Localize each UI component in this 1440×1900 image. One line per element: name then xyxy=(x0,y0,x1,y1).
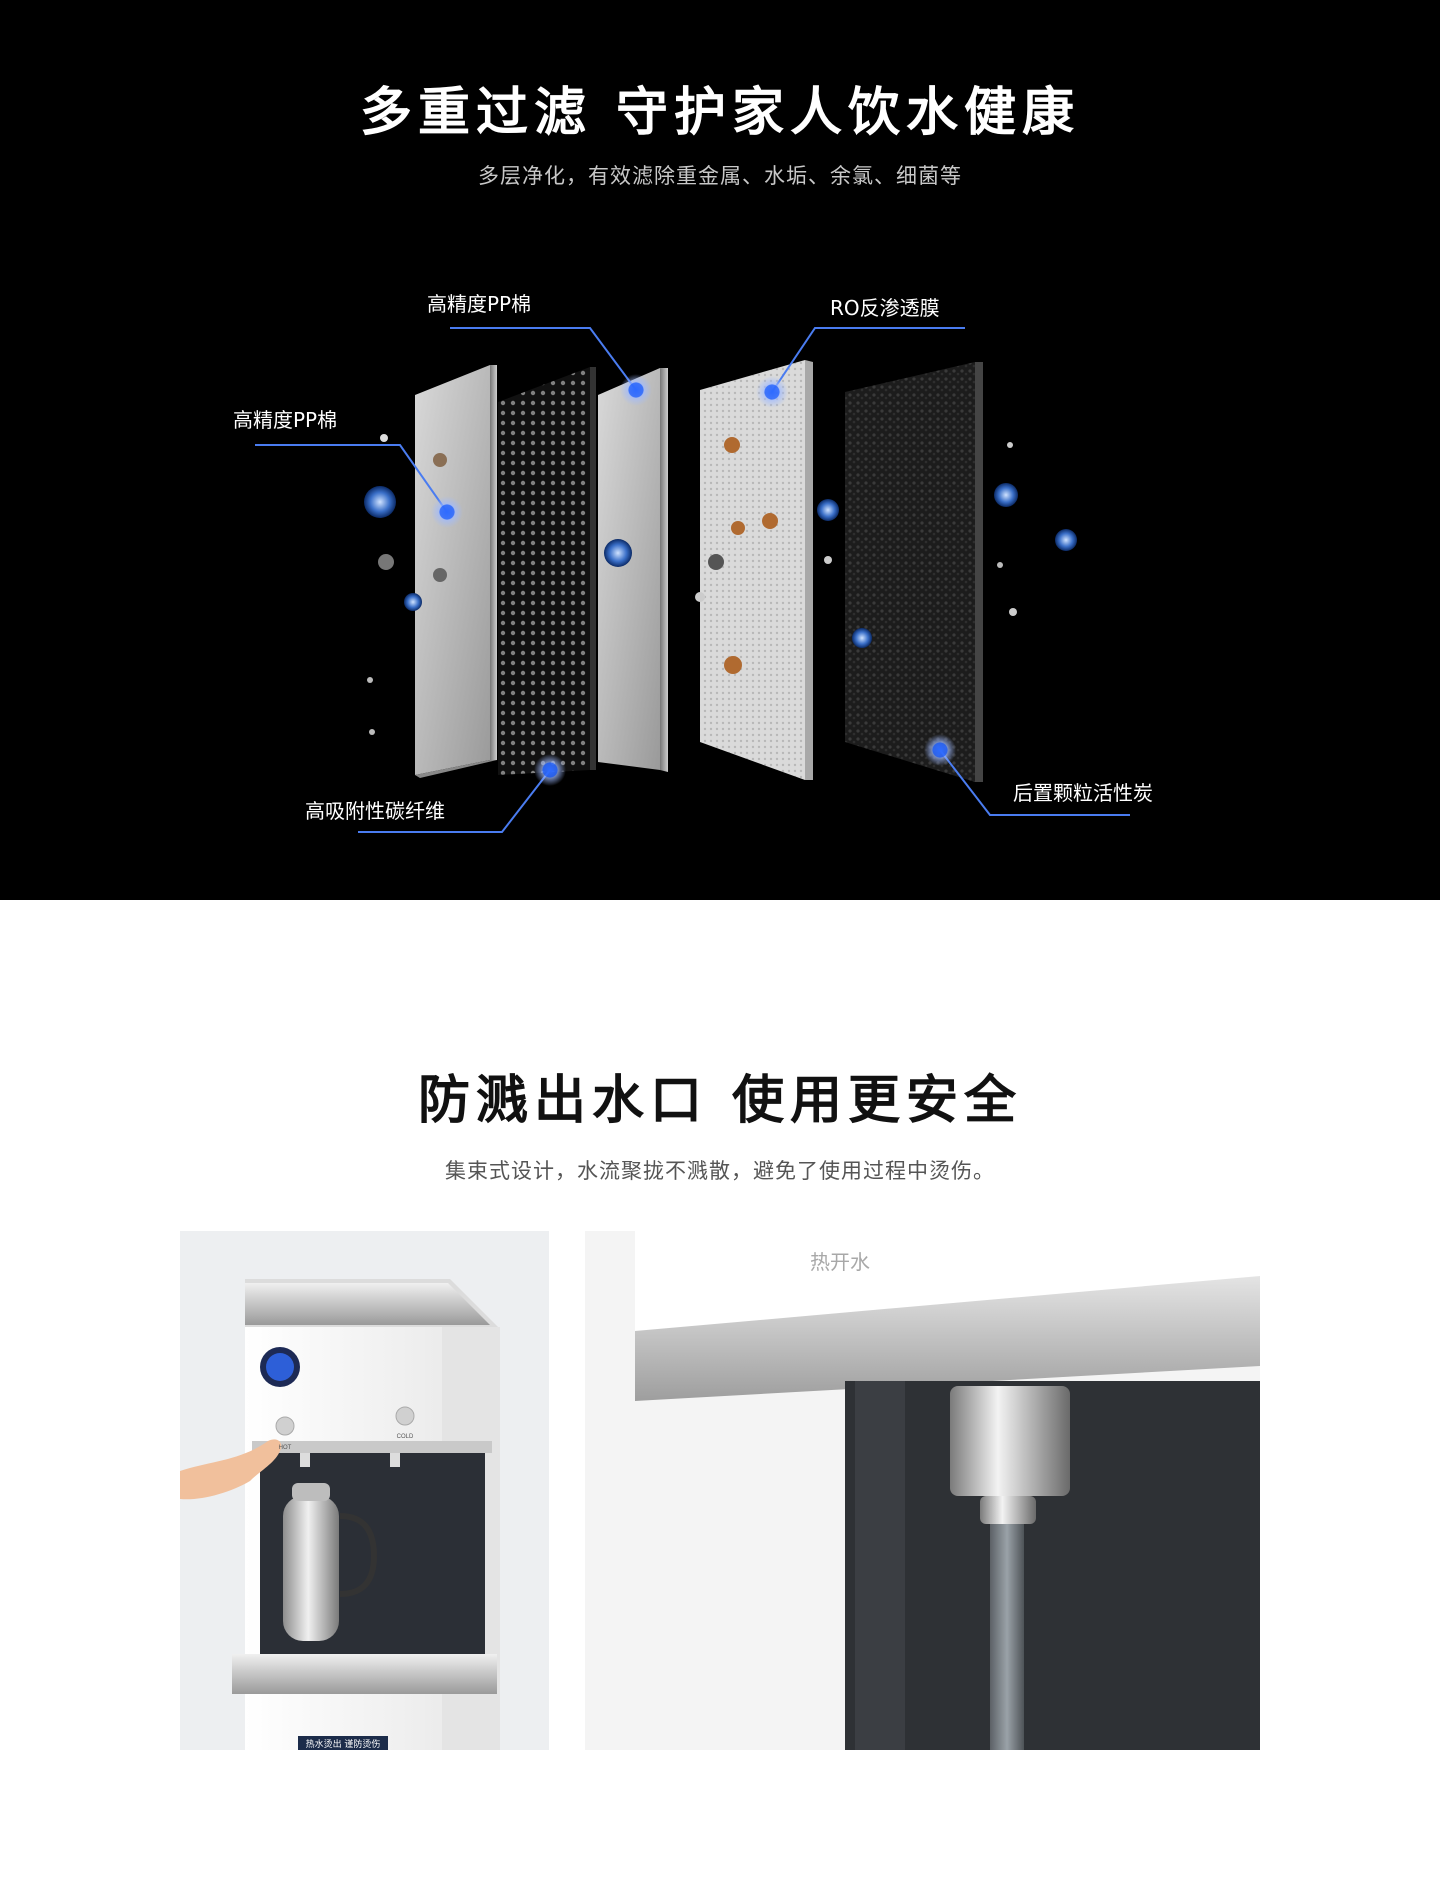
filter-title: 多重过滤 守护家人饮水健康 xyxy=(359,83,1081,143)
hot-water-label: 热开水 xyxy=(810,1250,870,1274)
hot-button-label: HOT xyxy=(279,1445,292,1451)
filter-panel-carbon-fiber xyxy=(498,367,596,775)
filter-panel-pp-1 xyxy=(415,365,497,778)
warning-sign: 热水烫出 谨防烫伤 xyxy=(306,1738,381,1750)
outlet-subtitle: 集束式设计，水流聚拢不溅散，避免了使用过程中烫伤。 xyxy=(445,1159,995,1183)
filter-subtitle: 多层净化，有效滤除重金属、水垢、余氯、细菌等 xyxy=(478,164,962,188)
label-pp-top: 高精度PP棉 xyxy=(427,292,532,316)
dispenser-illustration: COLD 热水烫出 谨防烫伤 HOT xyxy=(180,1231,549,1750)
nozzle-illustration: 热开水 xyxy=(585,1231,1260,1750)
callout-dots xyxy=(431,374,956,786)
label-carbon-fiber: 高吸附性碳纤维 xyxy=(305,799,445,823)
filter-layers-illustration xyxy=(255,327,1130,833)
callout-lines xyxy=(255,327,1130,833)
filter-panel-pp-2 xyxy=(598,368,668,772)
label-pp-left: 高精度PP棉 xyxy=(233,408,338,432)
label-ro: RO反渗透膜 xyxy=(830,296,940,320)
cold-button-label: COLD xyxy=(397,1434,414,1440)
label-activated-carbon: 后置颗粒活性炭 xyxy=(1013,781,1153,805)
dispenser-photo: COLD 热水烫出 谨防烫伤 HOT xyxy=(180,1231,549,1750)
filter-section: 多重过滤 守护家人饮水健康 多层净化，有效滤除重金属、水垢、余氯、细菌等 xyxy=(0,0,1440,900)
filter-panel-ro-membrane xyxy=(700,360,813,780)
particle-cloud xyxy=(364,434,1077,735)
filter-panel-activated-carbon xyxy=(845,362,983,782)
outlet-title: 防溅出水口 使用更安全 xyxy=(417,1071,1023,1131)
nozzle-closeup-photo: 热开水 xyxy=(585,1231,1260,1750)
